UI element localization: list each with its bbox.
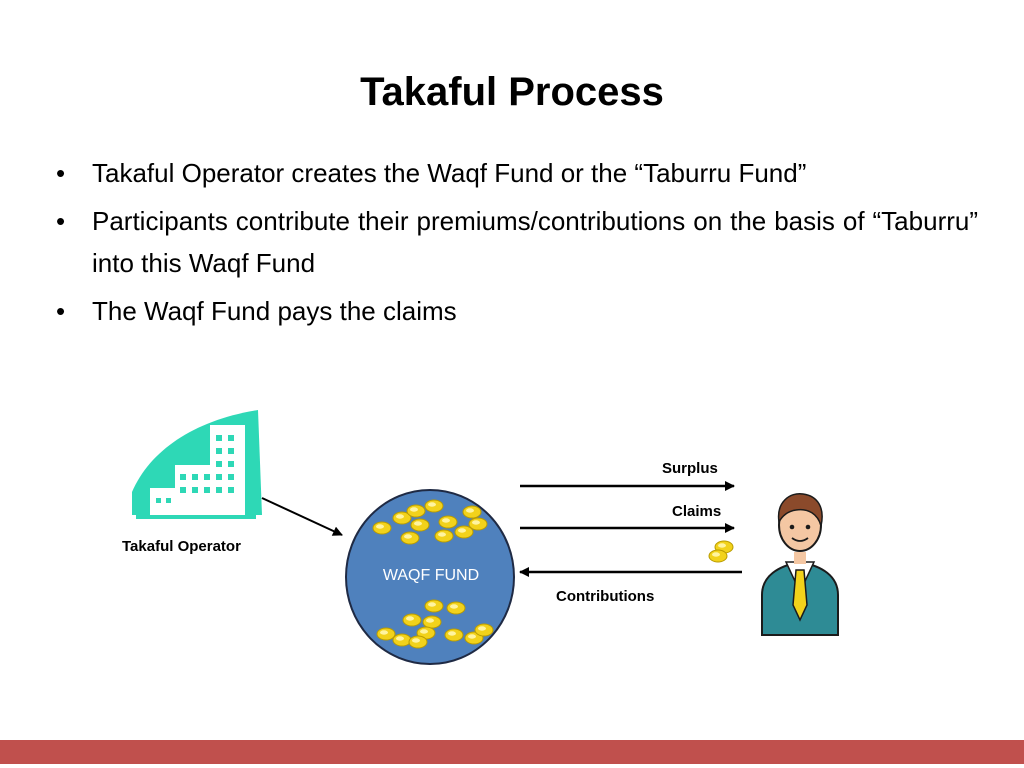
operator-label: Takaful Operator [122,538,241,555]
slide-title: Takaful Process [360,70,664,114]
bullet-list: • Takaful Operator creates the Waqf Fund… [56,152,978,338]
claims-label: Claims [672,503,722,520]
building-icon [132,410,262,519]
coins-icon [708,540,734,563]
participant-icon [761,493,839,636]
diagram-canvas [132,410,839,665]
bullet-item: • Participants contribute their premiums… [56,200,978,284]
contributions-label: Contributions [556,588,655,605]
bullet-item: • The Waqf Fund pays the claims [56,290,978,332]
surplus-label: Surplus [662,460,718,477]
bullet-item: • Takaful Operator creates the Waqf Fund… [56,152,978,194]
operator-to-fund-arrow [261,497,343,536]
bullet-text: The Waqf Fund pays the claims [92,296,457,326]
bullet-marker: • [56,158,66,188]
bullet-text: Participants contribute their premiums/c… [92,206,978,278]
takaful-diagram: Takaful Operator WAQF FUND Surplus Claim… [0,380,1024,710]
footer-bar [0,740,1024,764]
bullet-marker: • [56,206,66,236]
bullet-text: Takaful Operator creates the Waqf Fund o… [92,158,807,188]
fund-label: WAQF FUND [382,567,480,584]
bullet-marker: • [56,296,66,326]
